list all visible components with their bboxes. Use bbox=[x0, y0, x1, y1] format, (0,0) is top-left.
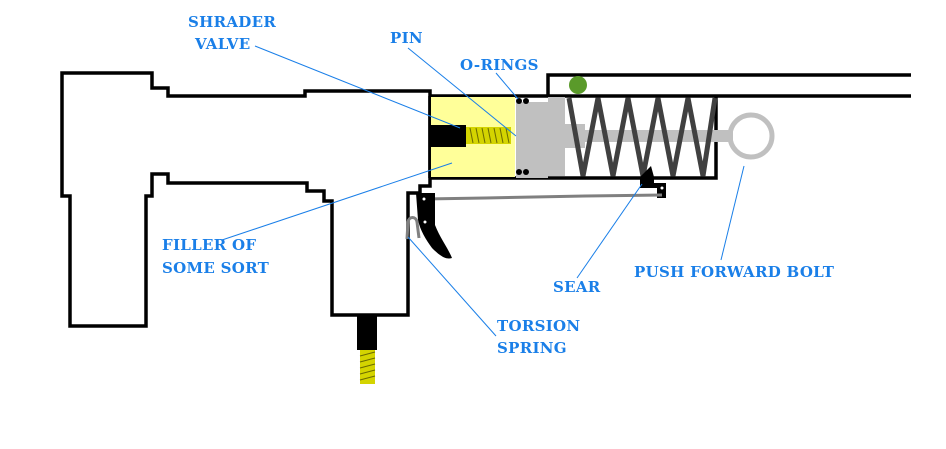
linkage-pivot bbox=[422, 197, 426, 201]
label-shrader-valve-line1: SHRADER bbox=[188, 13, 276, 31]
air-fitting-threads bbox=[359, 350, 376, 384]
leader-filler bbox=[221, 162, 453, 241]
bolt-handle-ring bbox=[727, 112, 775, 160]
indicator-dot bbox=[569, 76, 587, 94]
label-push-forward-bolt: PUSH FORWARD BOLT bbox=[634, 263, 835, 281]
trigger bbox=[416, 193, 452, 259]
leader-pin bbox=[407, 47, 517, 137]
pin bbox=[466, 127, 511, 144]
leader-shrader-valve bbox=[254, 45, 461, 129]
leader-push-forward-bolt bbox=[720, 165, 745, 261]
o-rings bbox=[516, 98, 529, 175]
label-o-rings: O-RINGS bbox=[460, 56, 539, 74]
leader-sear bbox=[576, 183, 643, 279]
label-shrader-valve-line2: VALVE bbox=[194, 35, 250, 53]
label-pin: PIN bbox=[390, 29, 423, 47]
label-filler-line1: FILLER OF bbox=[162, 236, 256, 254]
sear-pivot bbox=[660, 186, 664, 190]
trigger-linkage bbox=[423, 193, 663, 201]
shrader-valve bbox=[430, 125, 466, 147]
trigger-pivot bbox=[423, 220, 427, 224]
air-fitting bbox=[357, 315, 377, 350]
leader-o-rings bbox=[495, 72, 519, 100]
barrel bbox=[430, 73, 911, 98]
sear bbox=[640, 166, 666, 198]
torsion-spring bbox=[405, 216, 421, 240]
label-sear: SEAR bbox=[553, 278, 601, 296]
stock-outline bbox=[60, 71, 432, 328]
label-torsion-spring-line2: SPRING bbox=[497, 339, 567, 357]
leader-torsion-spring bbox=[407, 236, 497, 337]
label-filler-line2: SOME SORT bbox=[162, 259, 270, 277]
plunger bbox=[516, 97, 585, 178]
label-torsion-spring-line1: TORSION bbox=[497, 317, 580, 335]
